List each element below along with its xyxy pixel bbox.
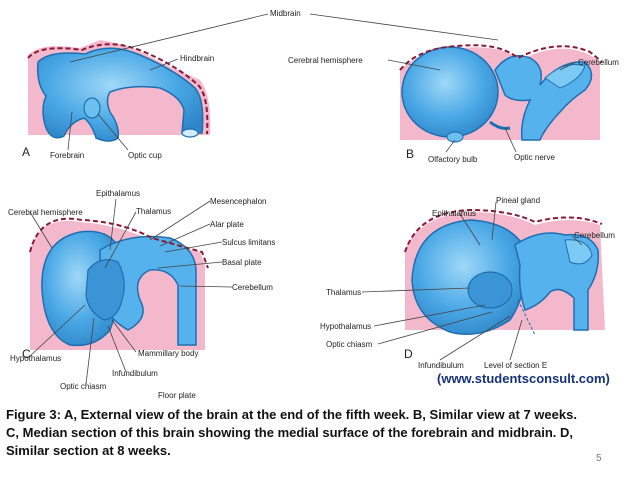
- panel-label-b: B: [406, 147, 414, 161]
- source-credit: (www.studentsconsult.com): [437, 371, 610, 386]
- label-cerebral-hemisphere-b: Cerebral hemisphere: [288, 56, 363, 65]
- figure-caption: Figure 3: A, External view of the brain …: [6, 406, 632, 460]
- caption-line-1: Figure 3: A, External view of the brain …: [6, 407, 577, 422]
- panel-a-optic-cup: [83, 97, 101, 119]
- label-basal-plate: Basal plate: [222, 258, 262, 267]
- panel-b-hemisphere: [401, 46, 499, 138]
- label-floor-plate: Floor plate: [158, 391, 196, 400]
- label-cerebellum-c: Cerebellum: [232, 283, 273, 292]
- label-thalamus-d: Thalamus: [326, 288, 361, 297]
- panel-b-olfactory-bulb: [446, 131, 464, 143]
- panel-b-cerebellum: [544, 64, 586, 89]
- panel-d-section-line: [517, 299, 536, 336]
- panel-b-drawing: [399, 44, 603, 143]
- label-thalamus-c: Thalamus: [136, 207, 171, 216]
- panel-b-optic-nerve: [489, 120, 511, 130]
- embryonic-brain-diagram: Midbrain Hindbrain Forebrain Optic cup C…: [8, 9, 619, 400]
- panel-a-drawing: [27, 40, 211, 142]
- panel-label-a: A: [22, 145, 30, 159]
- label-cerebellum-b: Cerebellum: [578, 58, 619, 67]
- label-hindbrain: Hindbrain: [180, 54, 214, 63]
- label-sulcus-limitans: Sulcus limitans: [222, 238, 275, 247]
- label-epithalamus-c: Epithalamus: [96, 189, 140, 198]
- caption-line-3: Similar section at 8 weeks.: [6, 443, 171, 458]
- label-infundibulum-c: Infundibulum: [112, 369, 158, 378]
- label-cerebellum-d: Cerebellum: [574, 231, 615, 240]
- label-cerebral-hemisphere-c: Cerebral hemisphere: [8, 208, 83, 217]
- label-alar-plate: Alar plate: [210, 220, 244, 229]
- leader-lines: [29, 13, 583, 385]
- panel-c-midbrain: [99, 235, 197, 346]
- panel-d-drawing: [404, 208, 605, 336]
- label-pineal-gland: Pineal gland: [496, 196, 540, 205]
- label-hypothalamus-d: Hypothalamus: [320, 322, 371, 331]
- label-olfactory-bulb: Olfactory bulb: [428, 155, 478, 164]
- label-level-of-section: Level of section E: [484, 361, 547, 370]
- label-optic-chiasm-c: Optic chiasm: [60, 382, 107, 391]
- label-texts: Midbrain Hindbrain Forebrain Optic cup C…: [8, 9, 619, 400]
- label-optic-nerve: Optic nerve: [514, 153, 555, 162]
- panel-label-d: D: [404, 347, 413, 361]
- panel-a-surface-ectoderm: [27, 43, 209, 135]
- label-mammillary-body: Mammillary body: [138, 349, 198, 358]
- label-hypothalamus-c: Hypothalamus: [10, 354, 61, 363]
- label-mesencephalon: Mesencephalon: [210, 197, 266, 206]
- label-epithalamus-d: Epithalamus: [432, 209, 476, 218]
- label-optic-chiasm-d: Optic chiasm: [326, 340, 373, 349]
- panel-d-surface-ectoderm: [404, 208, 603, 253]
- panel-c-diencephalon: [85, 259, 125, 321]
- panel-a-brain: [36, 47, 204, 142]
- panel-c-drawing: [29, 217, 209, 350]
- panel-d-thalamus: [467, 271, 513, 309]
- label-midbrain: Midbrain: [270, 9, 301, 18]
- panel-a-tube-opening: [181, 128, 199, 138]
- caption-line-2: C, Median section of this brain showing …: [6, 425, 574, 440]
- label-infundibulum-d: Infundibulum: [418, 361, 464, 370]
- page-number: 5: [596, 453, 602, 464]
- panel-label-c: C: [22, 347, 31, 361]
- label-forebrain: Forebrain: [50, 151, 84, 160]
- label-optic-cup: Optic cup: [128, 151, 162, 160]
